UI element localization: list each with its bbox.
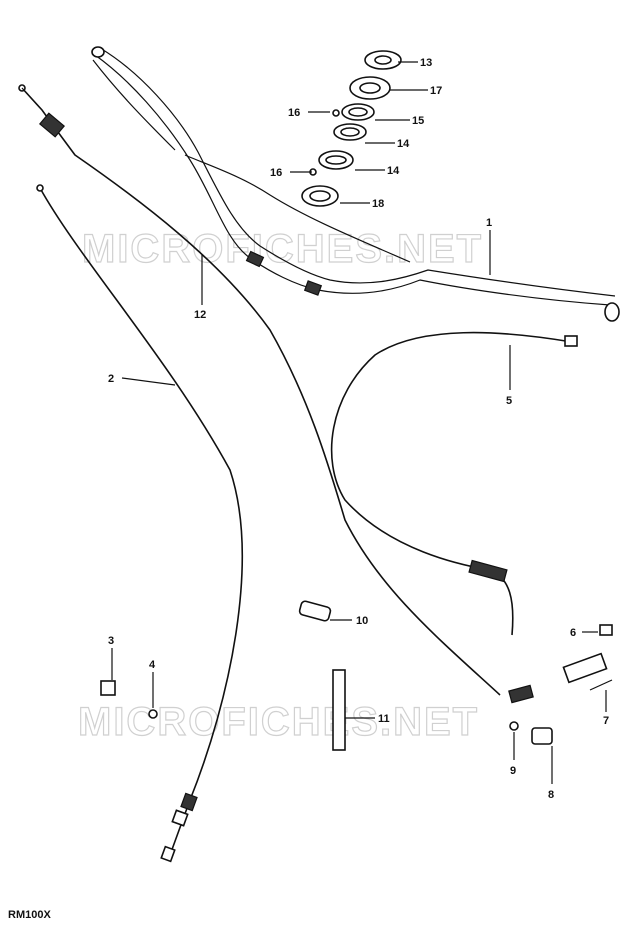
callout-6: 6 (570, 627, 576, 639)
callout-labels: 13 17 16 15 14 16 14 18 1 12 5 2 10 6 3 … (108, 57, 609, 801)
callout-7: 7 (603, 715, 609, 727)
callout-10: 10 (356, 615, 368, 627)
model-code: RM100X (8, 909, 51, 921)
callout-8: 8 (548, 789, 554, 801)
callout-16: 16 (288, 107, 300, 119)
callout-11: 11 (378, 713, 390, 725)
callout-18: 18 (372, 198, 384, 210)
callout-15: 15 (412, 115, 424, 127)
callout-9: 9 (510, 765, 516, 777)
callout-4: 4 (149, 659, 156, 671)
callout-14: 14 (397, 138, 410, 150)
handlebar (91, 46, 620, 322)
callout-13: 13 (420, 57, 432, 69)
callout-17: 17 (430, 85, 442, 97)
callout-2: 2 (108, 373, 114, 385)
leader-lines (111, 61, 607, 784)
callout-5: 5 (506, 395, 512, 407)
callout-1: 1 (486, 217, 492, 229)
callout-3: 3 (108, 635, 114, 647)
throttle-cable (18, 84, 501, 696)
watermark-bottom: MICROFICHES.NET (78, 700, 479, 744)
clutch-cable (36, 184, 243, 863)
watermark-top: MICROFICHES.NET (82, 227, 483, 271)
callout-14-lower: 14 (387, 165, 400, 177)
brake-cable (330, 331, 578, 636)
stem-bearing-stack (301, 50, 402, 207)
small-parts (100, 600, 613, 751)
callout-16-lower: 16 (270, 167, 282, 179)
callout-12: 12 (194, 309, 206, 321)
